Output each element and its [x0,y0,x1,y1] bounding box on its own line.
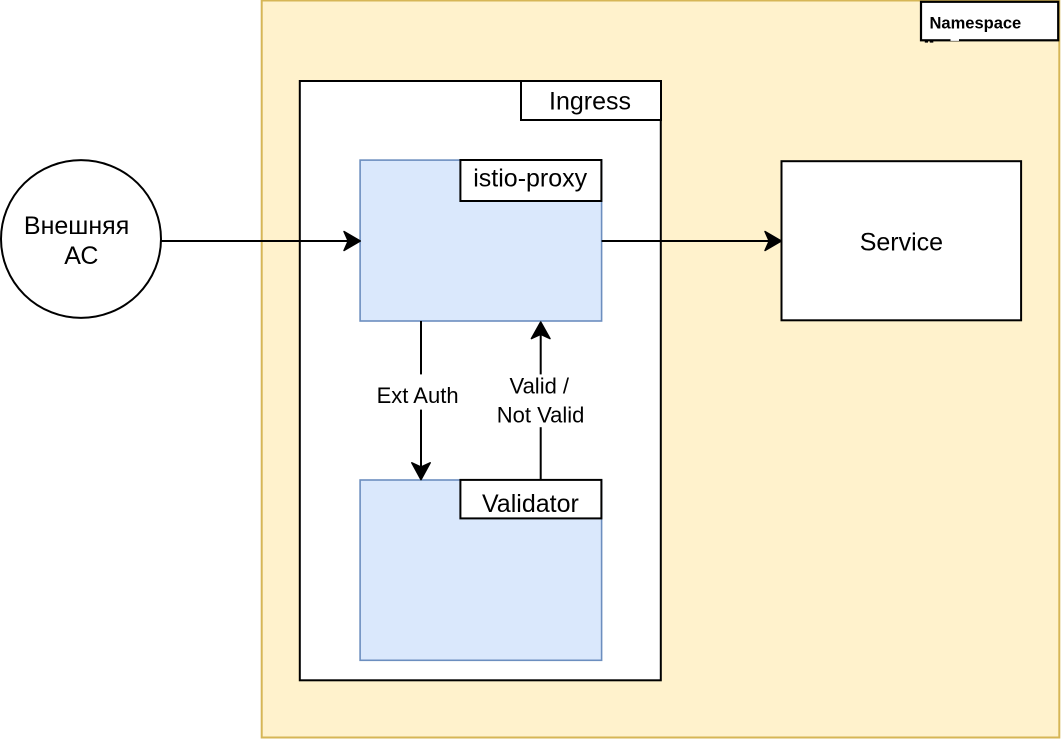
svg-text:Validator: Validator [482,490,579,518]
svg-text:Valid /: Valid / [510,374,570,399]
svg-text:istio-proxy: istio-proxy [473,165,587,193]
svg-text:Service: Service [860,229,943,257]
svg-text:АС: АС [64,242,98,270]
svg-text:Not Valid: Not Valid [497,402,585,427]
svg-text:Ingress: Ingress [549,88,631,116]
svg-text:Ext Auth: Ext Auth [377,383,459,408]
svg-text:Namespace: Namespace [930,15,1022,33]
svg-text:Внешняя: Внешняя [24,212,129,240]
